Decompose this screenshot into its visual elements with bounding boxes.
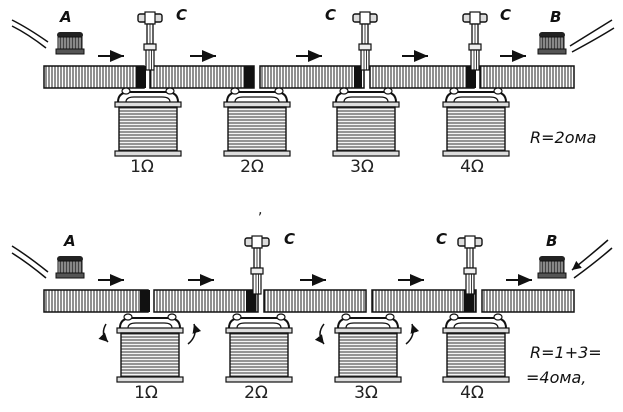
plug-label-c: C: [500, 6, 511, 24]
wire-left: [11, 245, 49, 273]
plug-c: [244, 235, 270, 295]
plug-label-c: C: [284, 230, 295, 248]
resistance-formula-line-1: R=1+3=: [530, 343, 602, 362]
resistor-coil-1: [116, 313, 184, 383]
bus-bar: [259, 65, 365, 89]
terminal-label-a: A: [59, 8, 72, 26]
resistance-formula-line-2: =4ома,: [526, 368, 586, 387]
current-flow-arrow: [314, 323, 325, 345]
resistor-coil-4: [442, 87, 510, 157]
terminal-label-b: B: [550, 8, 561, 26]
plug-c: [462, 11, 488, 71]
bus-bar: [43, 289, 149, 313]
panel-top: A B C C C 1Ω 2Ω 3Ω 4Ω R=2ома: [11, 6, 615, 177]
terminal-label-b: B: [546, 232, 557, 250]
terminal-knob-a: [55, 255, 85, 279]
plug-label-c: C: [325, 6, 336, 24]
resistor-label-1: 1Ω: [134, 383, 158, 403]
resistor-coil-2: [225, 313, 293, 383]
resistor-coil-1: [114, 87, 182, 157]
plug-c: [137, 11, 163, 71]
terminal-knob-a: [55, 31, 85, 55]
current-flow-arrow: [405, 323, 420, 345]
wire-left: [11, 19, 49, 43]
wire-right: [569, 19, 613, 47]
plug-label-c: C: [176, 6, 187, 24]
resistor-label-1: 1Ω: [130, 157, 154, 177]
stray-mark: ,: [258, 202, 262, 218]
resistor-coil-4: [442, 313, 510, 383]
wire-right: [571, 239, 609, 271]
terminal-knob-b: [537, 31, 567, 55]
panel-bottom: A B C C 1Ω 2Ω 3Ω 4Ω R=1+3= =4ома,: [11, 230, 613, 403]
resistance-formula: R=2ома: [530, 128, 596, 147]
bus-bar: [43, 65, 145, 89]
resistor-label-4: 4Ω: [460, 383, 484, 403]
plug-c: [352, 11, 378, 71]
current-flow-arrow: [98, 323, 109, 343]
bus-bar: [481, 289, 575, 313]
resistor-coil-2: [223, 87, 291, 157]
bus-bar: [263, 289, 367, 313]
bus-bar: [369, 65, 475, 89]
resistor-label-4: 4Ω: [460, 157, 484, 177]
resistor-label-2: 2Ω: [244, 383, 268, 403]
resistor-coil-3: [334, 313, 402, 383]
bus-bar: [479, 65, 575, 89]
resistor-label-2: 2Ω: [240, 157, 264, 177]
bus-bar: [153, 289, 259, 313]
bus-bar: [149, 65, 255, 89]
resistor-label-3: 3Ω: [354, 383, 378, 403]
resistor-coil-3: [332, 87, 400, 157]
current-flow-arrow: [187, 323, 202, 345]
terminal-label-a: A: [63, 232, 76, 250]
plug-label-c: C: [436, 230, 447, 248]
plug-c: [457, 235, 483, 295]
resistor-label-3: 3Ω: [350, 157, 374, 177]
terminal-knob-b: [537, 255, 567, 279]
bus-bar: [371, 289, 477, 313]
